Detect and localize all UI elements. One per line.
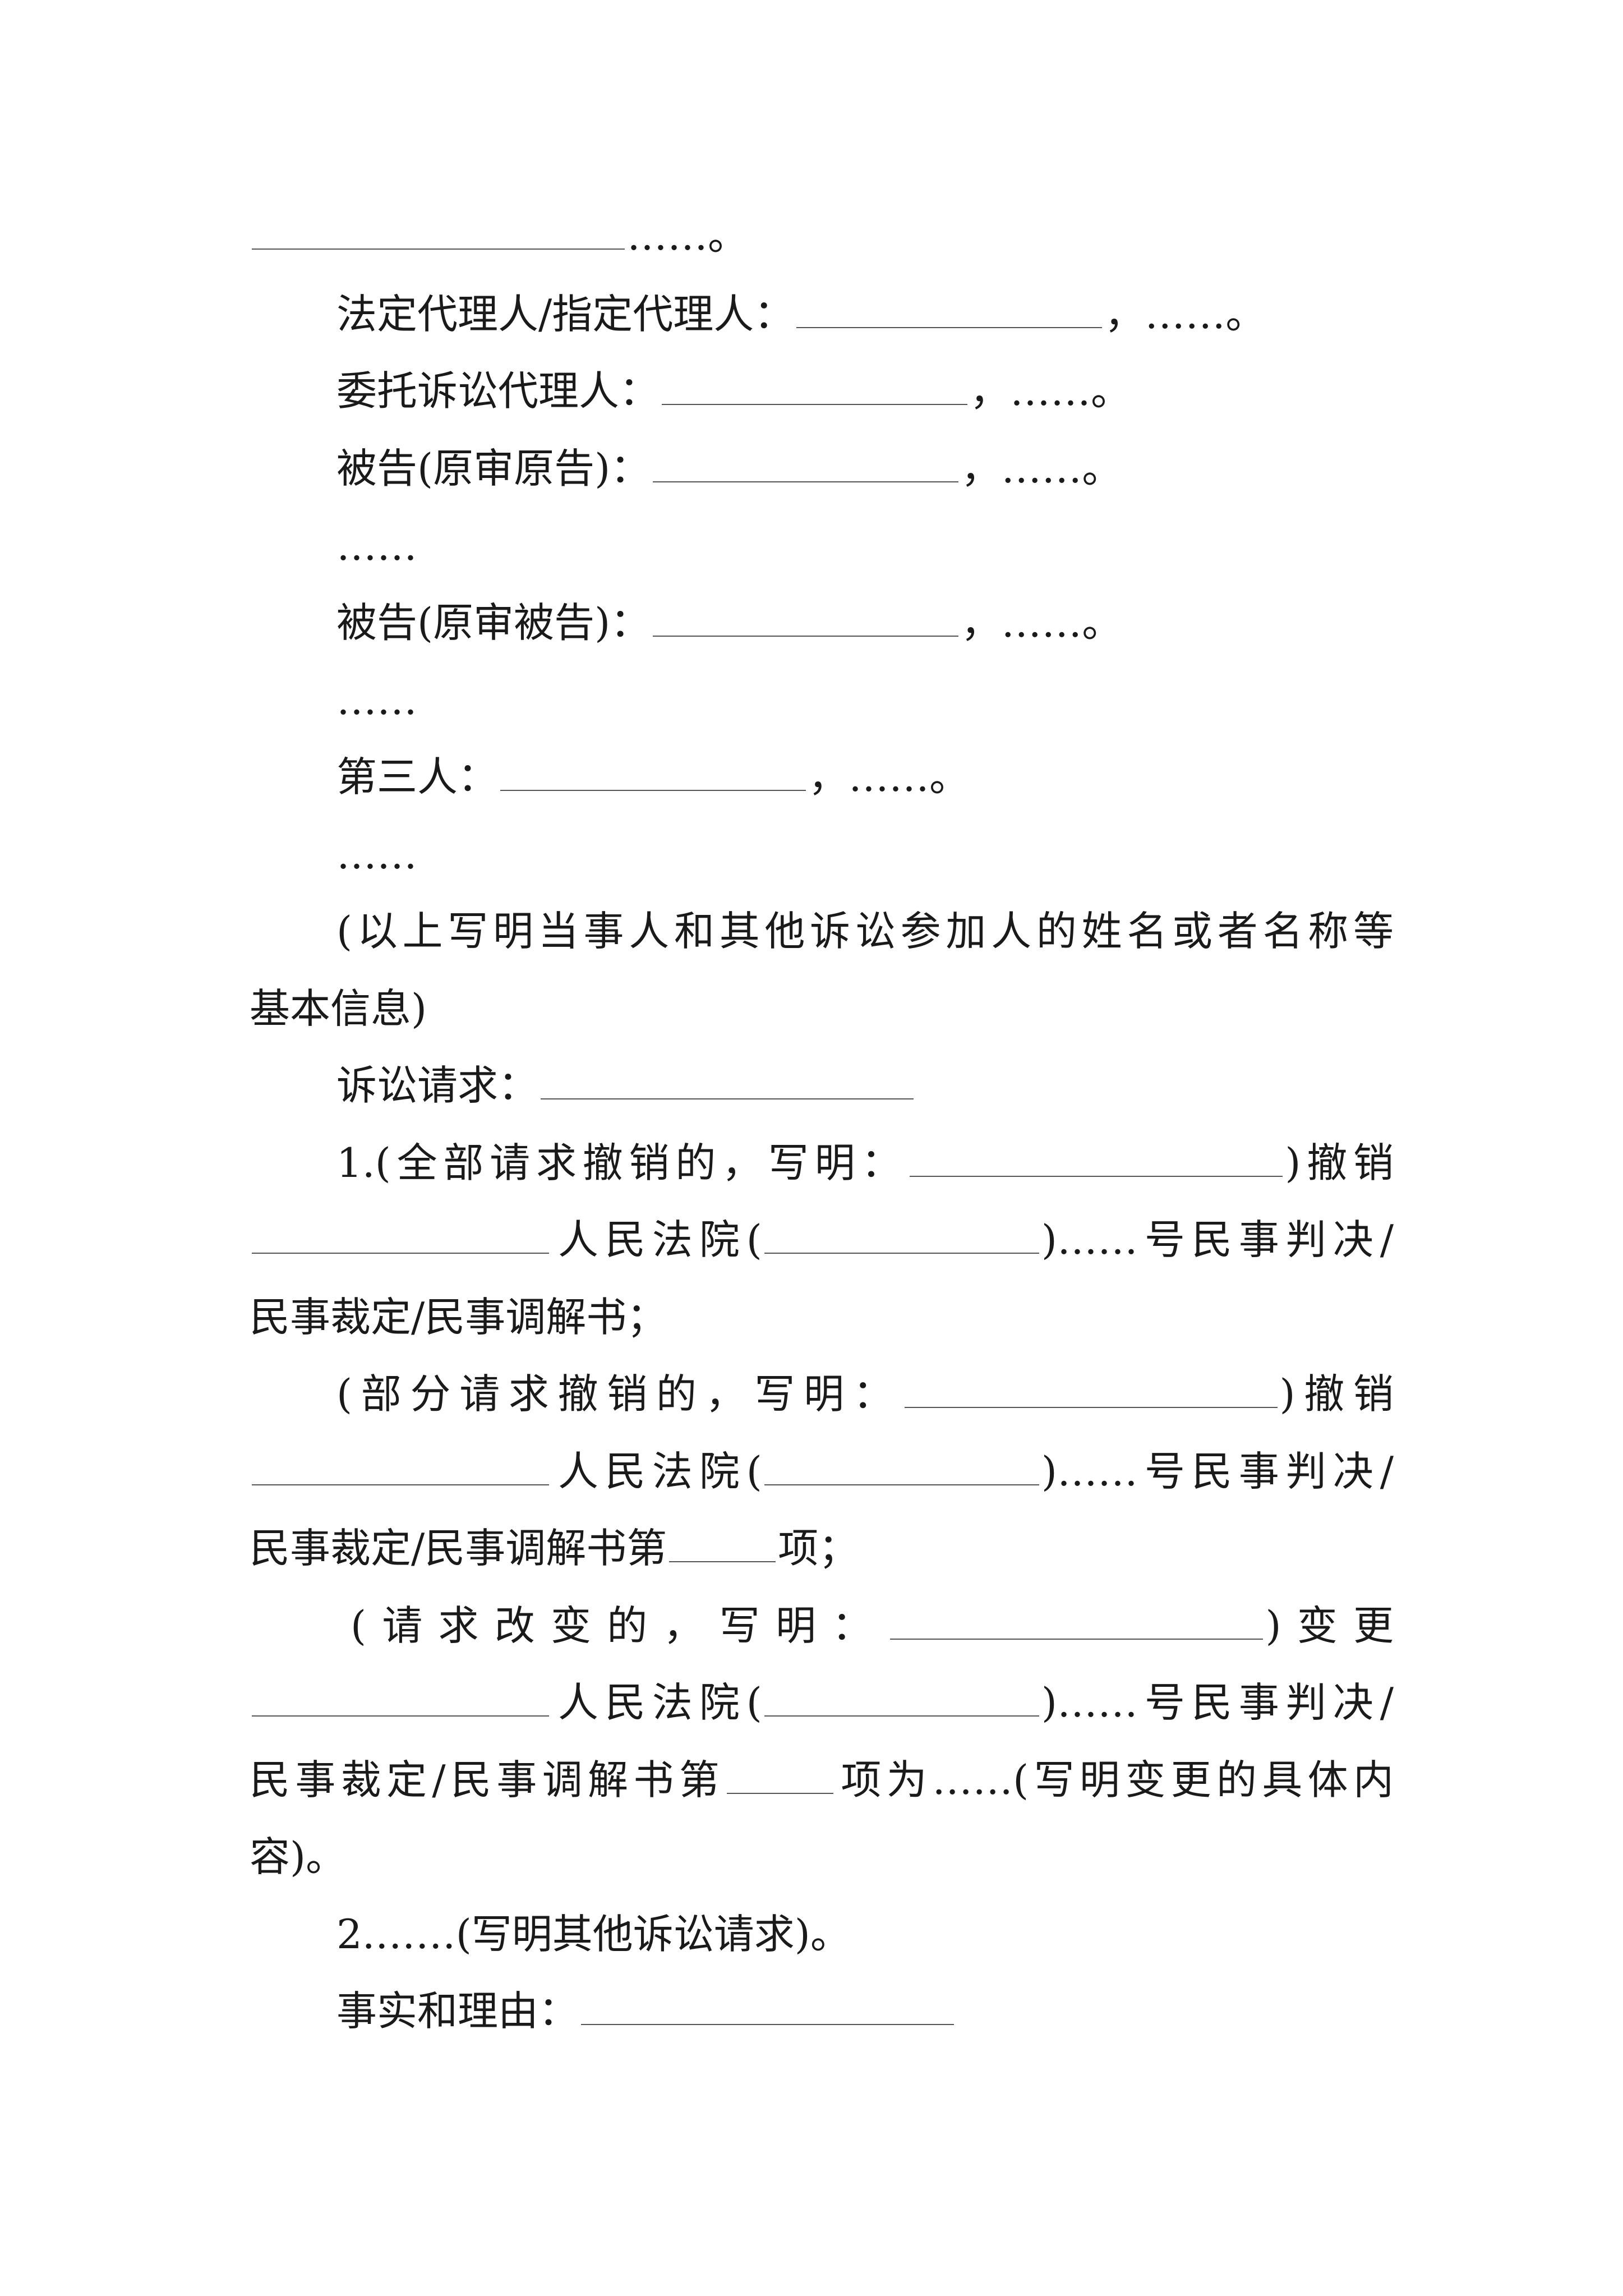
text-segment: 民事裁定/民事调解书第 xyxy=(250,1525,667,1572)
line-07: …… xyxy=(336,669,1394,731)
claim-change: (请求改变的，写明： xyxy=(351,1602,888,1649)
text-segment: ，……。 xyxy=(808,753,970,800)
text-segment: 人民法院( xyxy=(551,1216,762,1263)
line-18: 民事裁定/民事调解书第 项； xyxy=(250,1517,1394,1579)
claim-1-intro: 1.(全部请求撤销的，写明： xyxy=(336,1139,908,1186)
fill-blank xyxy=(796,288,1103,328)
text-segment: ，……。 xyxy=(961,599,1123,646)
line-13: 1.(全部请求撤销的，写明： )撤销 xyxy=(336,1132,1394,1194)
fill-blank xyxy=(727,1754,834,1794)
note-parties-cont: 基本信息) xyxy=(250,985,427,1032)
text-segment: )撤销 xyxy=(1279,1370,1394,1418)
line-23: 2.……(写明其他诉讼请求)。 xyxy=(336,1903,1394,1965)
label-statutory-agent: 法定代理人/指定代理人： xyxy=(336,291,795,338)
line-01: ……。 xyxy=(250,205,1394,266)
line-16: (部分请求撤销的，写明： )撤销 xyxy=(336,1363,1394,1425)
line-17: 人民法院( )……号民事判决/ xyxy=(250,1441,1394,1502)
text-segment: 容)。 xyxy=(250,1833,347,1880)
line-09: …… xyxy=(336,823,1394,885)
line-24: 事实和理由： xyxy=(336,1980,1394,2042)
text-segment: 民事裁定/民事调解书第 xyxy=(250,1756,725,1803)
ellipsis: …… xyxy=(336,522,417,569)
line-08: 第三人： ，……。 xyxy=(336,746,1394,808)
fill-blank xyxy=(890,1599,1264,1640)
fill-blank xyxy=(500,751,806,791)
text-segment: 项为……(写明变更的具体内 xyxy=(836,1756,1394,1803)
line-02: 法定代理人/指定代理人： ，……。 xyxy=(336,283,1394,345)
claim-2: 2.……(写明其他诉讼请求)。 xyxy=(336,1911,851,1958)
text-segment: )……号民事判决/ xyxy=(1041,1448,1394,1495)
fill-blank xyxy=(252,1213,549,1254)
text-segment: ，……。 xyxy=(970,367,1132,415)
text-segment: 人民法院( xyxy=(551,1679,762,1726)
fill-blank xyxy=(764,1213,1039,1254)
label-defendant-original-defendant: 被告(原审被告)： xyxy=(336,599,651,646)
fill-blank xyxy=(662,365,968,405)
label-defendant-original-plaintiff: 被告(原审原告)： xyxy=(336,445,651,492)
line-20: 人民法院( )……号民事判决/ xyxy=(250,1672,1394,1733)
text-segment: ……。 xyxy=(627,212,749,259)
text-segment: )撤销 xyxy=(1285,1139,1394,1186)
fill-blank xyxy=(252,209,625,250)
heading-facts-reasons: 事实和理由： xyxy=(336,1987,579,2035)
line-15: 民事裁定/民事调解书； xyxy=(250,1286,1394,1348)
text-segment: ，……。 xyxy=(1104,291,1266,338)
label-entrusted-agent: 委托诉讼代理人： xyxy=(336,367,660,415)
fill-blank xyxy=(252,1445,549,1485)
fill-blank xyxy=(910,1137,1283,1177)
ellipsis: …… xyxy=(336,677,417,724)
note-parties: (以上写明当事人和其他诉讼参加人的姓名或者名称等 xyxy=(336,908,1394,955)
text-segment: )……号民事判决/ xyxy=(1041,1679,1394,1726)
line-04: 被告(原审原告)： ，……。 xyxy=(336,438,1394,499)
text-segment: 人民法院( xyxy=(551,1448,762,1495)
line-10: (以上写明当事人和其他诉讼参加人的姓名或者名称等 xyxy=(336,900,1394,962)
text-segment: ，……。 xyxy=(961,445,1123,492)
ellipsis: …… xyxy=(336,831,417,878)
fill-blank xyxy=(764,1445,1039,1485)
line-06: 被告(原审被告)： ，……。 xyxy=(336,592,1394,654)
text-segment: )……号民事判决/ xyxy=(1041,1216,1394,1263)
fill-blank xyxy=(541,1059,914,1099)
fill-blank xyxy=(669,1522,776,1562)
fill-blank xyxy=(764,1676,1039,1717)
text-segment: )变更 xyxy=(1265,1602,1394,1649)
text-segment: 项； xyxy=(778,1525,859,1572)
line-14: 人民法院( )……号民事判决/ xyxy=(250,1209,1394,1271)
line-19: (请求改变的，写明： )变更 xyxy=(351,1595,1394,1657)
line-03: 委托诉讼代理人： ，……。 xyxy=(336,360,1394,422)
fill-blank xyxy=(653,442,959,482)
heading-claims: 诉讼请求： xyxy=(336,1062,539,1109)
fill-blank xyxy=(653,596,959,637)
line-05: …… xyxy=(336,515,1394,577)
line-12: 诉讼请求： xyxy=(336,1055,1394,1116)
line-21: 民事裁定/民事调解书第 项为……(写明变更的具体内 xyxy=(250,1749,1394,1811)
line-22: 容)。 xyxy=(250,1826,1394,1888)
fill-blank xyxy=(581,1985,955,2025)
fill-blank xyxy=(252,1676,549,1717)
fill-blank xyxy=(904,1368,1278,1408)
label-third-party: 第三人： xyxy=(336,753,499,800)
text-segment: 民事裁定/民事调解书； xyxy=(250,1294,667,1341)
claim-partial-revoke: (部分请求撤销的，写明： xyxy=(336,1370,902,1418)
line-11: 基本信息) xyxy=(250,978,1394,1039)
